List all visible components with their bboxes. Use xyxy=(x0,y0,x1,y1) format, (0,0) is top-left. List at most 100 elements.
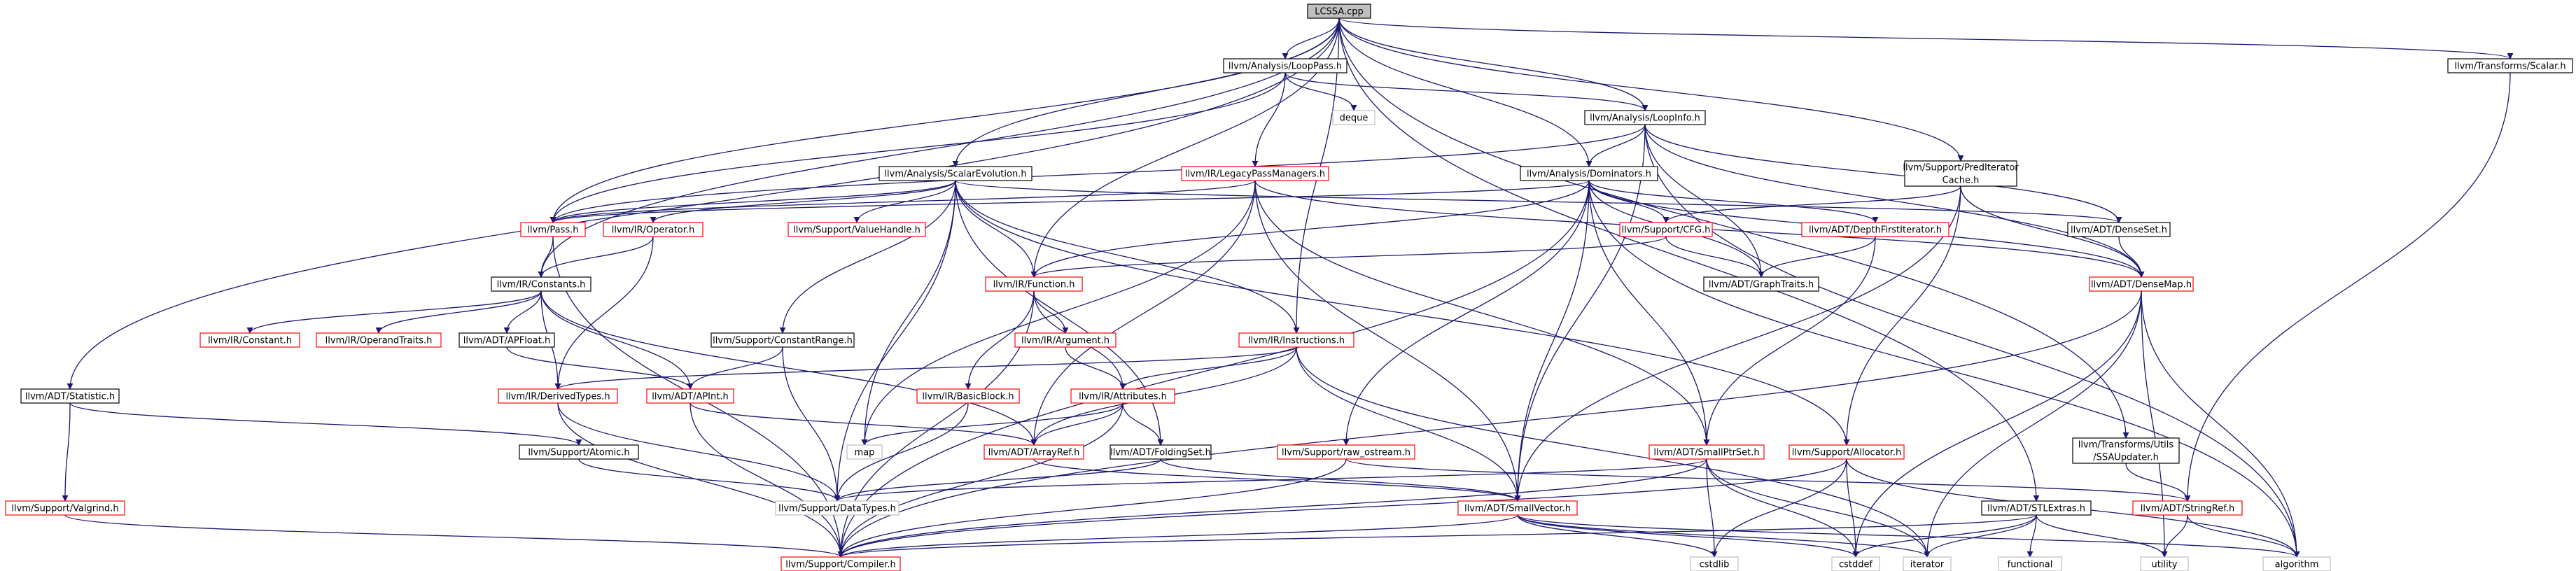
node-rawostream[interactable]: llvm/Support/raw_ostream.h xyxy=(1277,444,1415,460)
node-dfi[interactable]: llvm/ADT/DepthFirstIterator.h xyxy=(1801,222,1949,237)
node-stlextras-label: llvm/ADT/STLExtras.h xyxy=(1987,504,2085,514)
node-denseset[interactable]: llvm/ADT/DenseSet.h xyxy=(2067,222,2171,237)
node-cstdlib: cstdlib xyxy=(1690,556,1739,571)
edge-stlextras-to-iterator xyxy=(1924,514,2037,558)
node-iterator-label: iterator xyxy=(1910,560,1945,570)
node-valgrind[interactable]: llvm/Support/Valgrind.h xyxy=(5,500,125,516)
edge-dominators-to-smallvector xyxy=(1514,180,1590,502)
edge-loopinfo-to-denseset xyxy=(1644,124,2122,223)
node-smallptrset[interactable]: llvm/ADT/SmallPtrSet.h xyxy=(1648,444,1765,460)
edge-smallvector-to-cstddef xyxy=(1517,514,1859,558)
edge-loopinfo-to-algorithm xyxy=(1644,124,2300,558)
edge-stlextras-to-cstddef xyxy=(1852,514,2037,558)
node-lcssa[interactable]: LCSSA.cpp xyxy=(1307,3,1371,19)
node-prediter2-label: Cache.h xyxy=(1942,176,1980,186)
node-constants[interactable]: llvm/IR/Constants.h xyxy=(491,276,592,292)
edge-densemap-to-algorithm xyxy=(2141,290,2300,558)
node-foldingset[interactable]: llvm/ADT/FoldingSet.h xyxy=(1110,444,1212,460)
edge-derivedtypes-to-datatypes xyxy=(557,402,841,502)
node-scev[interactable]: llvm/Analysis/ScalarEvolution.h xyxy=(878,166,1032,181)
node-deque: deque xyxy=(1332,110,1376,125)
node-deque-label: deque xyxy=(1340,113,1368,124)
edge-valgrind-to-compiler xyxy=(64,514,844,558)
node-dominators[interactable]: llvm/Analysis/Dominators.h xyxy=(1520,166,1658,181)
edge-smallvector-to-iterator xyxy=(1517,514,1931,558)
edge-scalarh-to-stringref xyxy=(2184,72,2511,502)
edge-legacypm-to-arrayref xyxy=(1030,180,1256,446)
edge-looppass-to-loopinfo xyxy=(1284,72,1648,111)
edge-lcssa-to-ssau xyxy=(1338,17,2129,439)
edge-lcssa-to-dominators xyxy=(1338,17,1592,167)
node-legacypm[interactable]: llvm/IR/LegacyPassManagers.h xyxy=(1181,166,1329,181)
node-valuehandle[interactable]: llvm/Support/ValueHandle.h xyxy=(788,222,926,237)
node-valuehandle-label: llvm/Support/ValueHandle.h xyxy=(793,225,920,236)
node-apfloat[interactable]: llvm/ADT/APFloat.h xyxy=(458,332,555,348)
edge-attributes-to-foldingset xyxy=(1122,402,1164,446)
node-smallvector[interactable]: llvm/ADT/SmallVector.h xyxy=(1457,500,1578,516)
edge-foldingset-to-datatypes xyxy=(834,458,1161,502)
edge-stlextras-to-utility xyxy=(2036,514,2168,558)
node-pass[interactable]: llvm/Pass.h xyxy=(520,222,586,237)
node-prediter1[interactable]: llvm/Support/PredIterator xyxy=(1903,160,2019,187)
node-instructions[interactable]: llvm/IR/Instructions.h xyxy=(1238,332,1354,348)
edge-allocator-to-compiler xyxy=(837,458,1847,558)
edge-loopinfo-to-pass xyxy=(550,124,1646,223)
edge-cfg-to-function xyxy=(1030,236,1667,278)
node-graphtraits[interactable]: llvm/ADT/GraphTraits.h xyxy=(1703,276,1819,292)
edge-constants-to-apint xyxy=(540,290,694,390)
edge-prediter-to-densemap xyxy=(1960,185,2145,278)
edge-scev-to-constrange xyxy=(779,180,956,334)
node-apint-label: llvm/ADT/APInt.h xyxy=(652,392,728,402)
edge-lcssa-to-loopinfo xyxy=(1338,17,1648,111)
node-stlextras[interactable]: llvm/ADT/STLExtras.h xyxy=(1981,500,2092,516)
edge-constrange-to-datatypes xyxy=(782,346,841,502)
node-prediter2[interactable]: Cache.h xyxy=(1942,176,1980,186)
node-ssau2[interactable]: /SSAUpdater.h xyxy=(2093,453,2159,463)
edge-scev-to-allocator xyxy=(955,180,1850,446)
node-pass-label: llvm/Pass.h xyxy=(527,225,578,236)
node-arrayref[interactable]: llvm/ADT/ArrayRef.h xyxy=(983,444,1084,460)
node-loopinfo[interactable]: llvm/Analysis/LoopInfo.h xyxy=(1584,110,1706,125)
node-derivedtypes[interactable]: llvm/IR/DerivedTypes.h xyxy=(498,388,618,404)
edge-foldingset-to-smallvector xyxy=(1160,458,1521,502)
node-allocator[interactable]: llvm/Support/Allocator.h xyxy=(1788,444,1905,460)
node-atomic[interactable]: llvm/Support/Atomic.h xyxy=(519,444,639,460)
node-statistic[interactable]: llvm/ADT/Statistic.h xyxy=(20,388,120,404)
edge-smallptrset-to-cstdlib xyxy=(1706,458,1718,558)
node-densemap[interactable]: llvm/ADT/DenseMap.h xyxy=(2089,276,2194,292)
edge-prediter-to-allocator xyxy=(1843,185,1961,446)
node-argument[interactable]: llvm/IR/Argument.h xyxy=(1014,332,1116,348)
edge-dominators-to-cfg xyxy=(1588,180,1670,223)
node-datatypes: llvm/Support/DataTypes.h xyxy=(775,500,899,516)
node-basicblock[interactable]: llvm/IR/BasicBlock.h xyxy=(916,388,1020,404)
node-scalarh-label: llvm/Transforms/Scalar.h xyxy=(2454,62,2566,72)
node-constant-label: llvm/IR/Constant.h xyxy=(208,336,292,346)
node-stringref[interactable]: llvm/ADT/StringRef.h xyxy=(2132,500,2243,516)
node-denseset-label: llvm/ADT/DenseSet.h xyxy=(2071,225,2167,236)
edge-pass-to-constants xyxy=(538,236,554,278)
edge-operator-to-constants xyxy=(538,236,654,278)
node-valgrind-label: llvm/Support/Valgrind.h xyxy=(11,504,118,514)
node-apint[interactable]: llvm/ADT/APInt.h xyxy=(646,388,734,404)
edge-prediter-to-cfg xyxy=(1662,185,1961,223)
node-constant[interactable]: llvm/IR/Constant.h xyxy=(200,332,300,348)
node-looppass-label: llvm/Analysis/LoopPass.h xyxy=(1228,62,1342,72)
edge-lcssa-to-scev xyxy=(952,17,1340,167)
edge-lcssa-to-looppass xyxy=(1282,17,1340,59)
node-optraits[interactable]: llvm/IR/OperandTraits.h xyxy=(316,332,442,348)
edge-scev-to-pass xyxy=(550,180,956,223)
node-attributes[interactable]: llvm/IR/Attributes.h xyxy=(1070,388,1175,404)
edge-smallvector-to-compiler xyxy=(837,514,1518,558)
node-constrange[interactable]: llvm/Support/ConstantRange.h xyxy=(710,332,855,348)
node-operator[interactable]: llvm/IR/Operator.h xyxy=(603,222,704,237)
node-looppass[interactable]: llvm/Analysis/LoopPass.h xyxy=(1223,58,1348,73)
node-function[interactable]: llvm/IR/Function.h xyxy=(985,276,1083,292)
node-cfg[interactable]: llvm/Support/CFG.h xyxy=(1619,222,1713,237)
node-scalarh[interactable]: llvm/Transforms/Scalar.h xyxy=(2447,58,2573,73)
node-ssau1[interactable]: llvm/Transforms/Utils xyxy=(2072,437,2180,464)
edge-derivedtypes-to-compiler xyxy=(557,402,844,558)
node-compiler[interactable]: llvm/Support/Compiler.h xyxy=(780,556,901,571)
edge-allocator-to-cstddef xyxy=(1846,458,1859,558)
edge-dominators-to-pass xyxy=(550,180,1590,223)
node-smallvector-label: llvm/ADT/SmallVector.h xyxy=(1464,504,1571,514)
